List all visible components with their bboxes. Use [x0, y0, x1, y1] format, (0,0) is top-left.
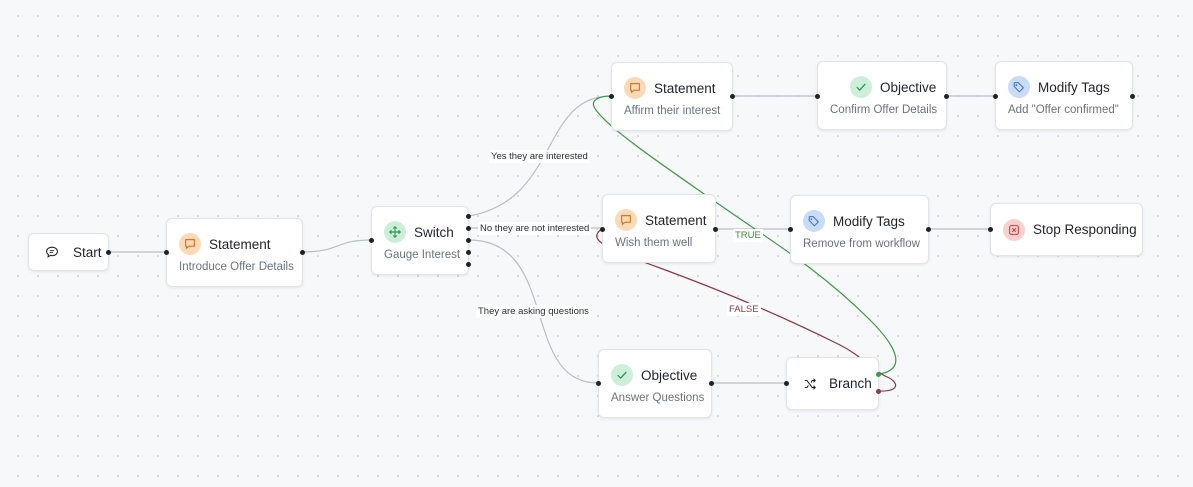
switch-title: Switch	[414, 224, 454, 240]
port-start-out[interactable]	[106, 250, 111, 255]
statement-wish-node[interactable]: Statement Wish them well	[602, 194, 716, 263]
edge-label-yes-interested: Yes they are interested	[489, 150, 590, 163]
port-modify-tags-remove-in[interactable]	[788, 227, 793, 232]
port-statement-intro-in[interactable]	[164, 250, 169, 255]
edge-label-false: FALSE	[727, 303, 761, 316]
switch-arrows-icon	[384, 221, 406, 243]
objective-questions-title: Objective	[641, 367, 698, 383]
port-statement-affirm-out[interactable]	[730, 94, 735, 99]
chat-bubble-icon	[41, 241, 63, 263]
switch-subtitle: Gauge Interest	[384, 249, 461, 261]
edge-label-true: TRUE	[733, 229, 763, 242]
branch-node[interactable]: Branch	[786, 357, 879, 410]
tag-icon	[1008, 76, 1030, 98]
modify-tags-add-subtitle: Add "Offer confirmed"	[1008, 104, 1119, 116]
port-statement-wish-out[interactable]	[713, 227, 718, 232]
switch-node[interactable]: Switch Gauge Interest	[371, 206, 469, 275]
statement-affirm-node[interactable]: Statement Affirm their interest	[611, 62, 733, 131]
objective-confirm-title: Objective	[880, 79, 937, 95]
port-statement-affirm-in[interactable]	[609, 94, 614, 99]
statement-wish-title: Statement	[645, 212, 707, 228]
objective-questions-subtitle: Answer Questions	[611, 392, 705, 404]
tag-icon	[803, 210, 825, 232]
objective-confirm-node[interactable]: Objective Confirm Offer Details	[817, 61, 947, 130]
edge-statement-to-switch[interactable]	[301, 239, 372, 253]
port-objective-confirm-in[interactable]	[815, 94, 820, 99]
statement-intro-title: Statement	[209, 236, 271, 252]
port-modify-tags-remove-out[interactable]	[926, 227, 931, 232]
statement-intro-node[interactable]: Statement Introduce Offer Details	[166, 218, 303, 287]
port-objective-confirm-out[interactable]	[944, 94, 949, 99]
port-switch-out-2[interactable]	[466, 226, 471, 231]
branch-title: Branch	[829, 376, 872, 391]
port-switch-out-4[interactable]	[466, 250, 471, 255]
modify-tags-add-node[interactable]: Modify Tags Add "Offer confirmed"	[995, 61, 1133, 130]
check-icon	[850, 76, 872, 98]
objective-questions-node[interactable]: Objective Answer Questions	[598, 349, 712, 418]
port-objective-questions-in[interactable]	[596, 381, 601, 386]
port-branch-false-out[interactable]	[876, 389, 881, 394]
modify-tags-remove-node[interactable]: Modify Tags Remove from workflow	[790, 195, 929, 264]
message-square-icon	[624, 77, 646, 99]
statement-wish-subtitle: Wish them well	[615, 237, 693, 249]
statement-affirm-title: Statement	[654, 80, 716, 96]
stop-responding-title: Stop Responding	[1033, 222, 1137, 237]
stop-responding-node[interactable]: Stop Responding	[990, 203, 1143, 256]
message-square-icon	[179, 233, 201, 255]
port-modify-tags-add-out[interactable]	[1130, 94, 1135, 99]
statement-affirm-subtitle: Affirm their interest	[624, 105, 721, 117]
modify-tags-remove-title: Modify Tags	[833, 213, 905, 229]
start-title: Start	[73, 244, 102, 260]
port-switch-out-1[interactable]	[466, 214, 471, 219]
objective-confirm-subtitle: Confirm Offer Details	[830, 104, 938, 116]
port-switch-out-3[interactable]	[466, 238, 471, 243]
port-statement-intro-out[interactable]	[300, 250, 305, 255]
port-stop-responding-in[interactable]	[988, 227, 993, 232]
message-square-icon	[615, 209, 637, 231]
port-objective-questions-out[interactable]	[709, 381, 714, 386]
start-node[interactable]: Start	[28, 233, 109, 271]
port-branch-in[interactable]	[784, 381, 789, 386]
modify-tags-remove-subtitle: Remove from workflow	[803, 238, 920, 250]
edge-label-asking-questions: They are asking questions	[476, 305, 591, 318]
shuffle-icon	[799, 373, 821, 395]
port-statement-wish-in[interactable]	[600, 227, 605, 232]
port-switch-out-5[interactable]	[466, 262, 471, 267]
edge-branch-true-to-affirm[interactable]	[592, 95, 897, 375]
port-branch-true-out[interactable]	[876, 372, 881, 377]
port-switch-in[interactable]	[369, 238, 374, 243]
modify-tags-add-title: Modify Tags	[1038, 79, 1110, 95]
check-icon	[611, 364, 633, 386]
statement-intro-subtitle: Introduce Offer Details	[179, 261, 294, 273]
port-modify-tags-add-in[interactable]	[993, 94, 998, 99]
edge-label-not-interested: No they are not interested	[478, 222, 592, 235]
x-square-icon	[1003, 218, 1025, 241]
